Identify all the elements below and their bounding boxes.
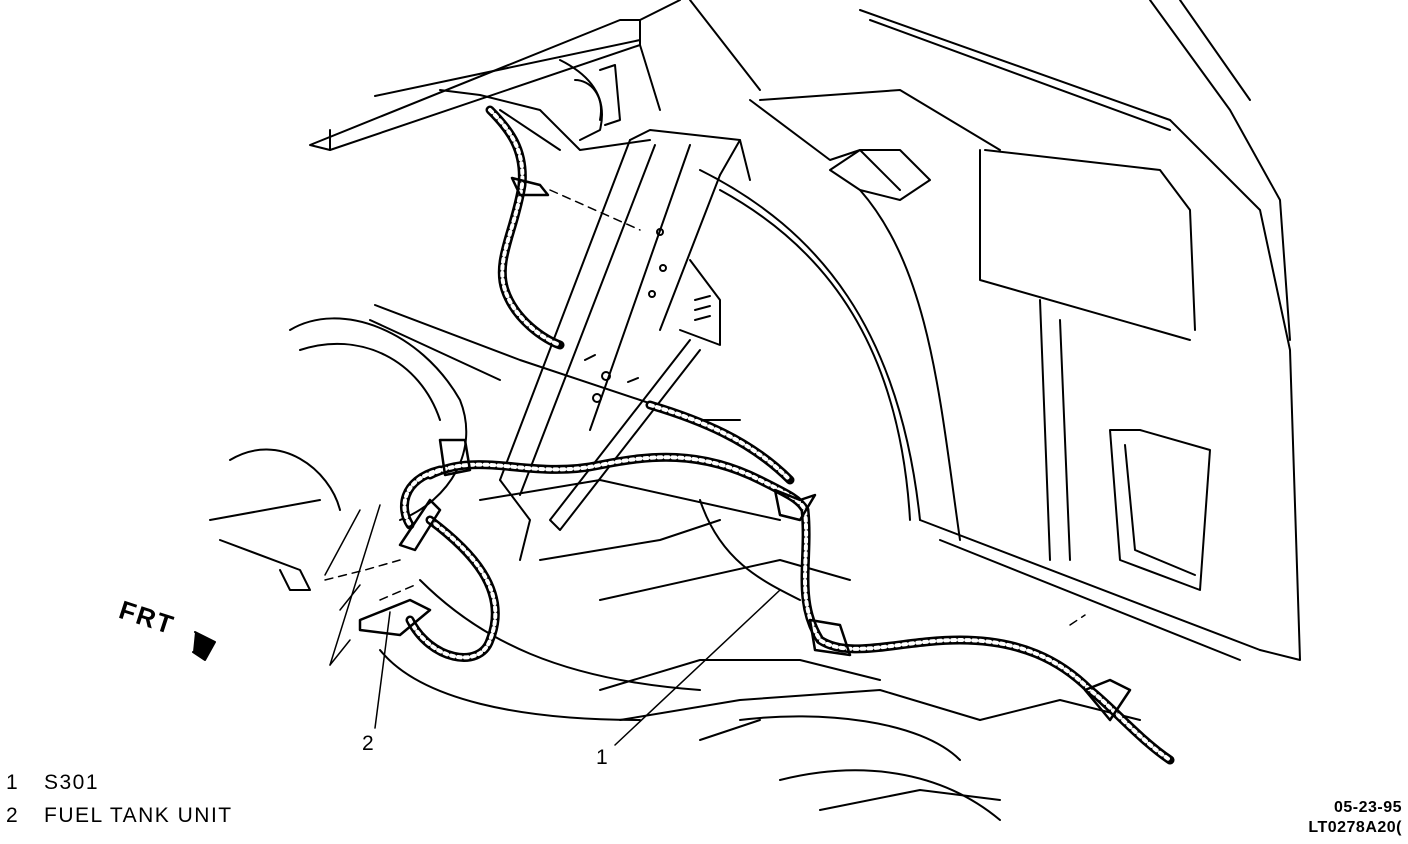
fastener-lines	[324, 189, 1086, 626]
callout-leaders	[374, 589, 781, 746]
quarter-panel	[689, 0, 1301, 661]
front-label: FRT	[115, 594, 178, 640]
figure-stamp: 05-23-95 LT0278A20(	[1308, 798, 1402, 838]
callout-2: 2	[362, 732, 374, 755]
legend-text: FUEL TANK UNIT	[44, 804, 233, 827]
harness-conduit-texture	[402, 108, 1172, 762]
legend-number: 2	[6, 804, 20, 827]
callout-1: 1	[596, 746, 608, 769]
legend: 1 S301 2 FUEL TANK UNIT	[6, 766, 233, 832]
front-arrow-icon	[192, 631, 216, 661]
trunk-floor	[209, 304, 1141, 821]
stamp-date: 05-23-95	[1333, 799, 1402, 816]
stamp-code: LT0278A20(	[1308, 819, 1402, 836]
harness-clips	[358, 176, 1132, 722]
bracket	[499, 129, 751, 561]
fuel-tank-arrows	[324, 504, 381, 666]
legend-text: S301	[44, 771, 100, 794]
legend-item: 2 FUEL TANK UNIT	[6, 799, 233, 832]
legend-number: 1	[6, 771, 20, 794]
rear-shelf	[309, 0, 681, 151]
legend-item: 1 S301	[6, 766, 233, 799]
